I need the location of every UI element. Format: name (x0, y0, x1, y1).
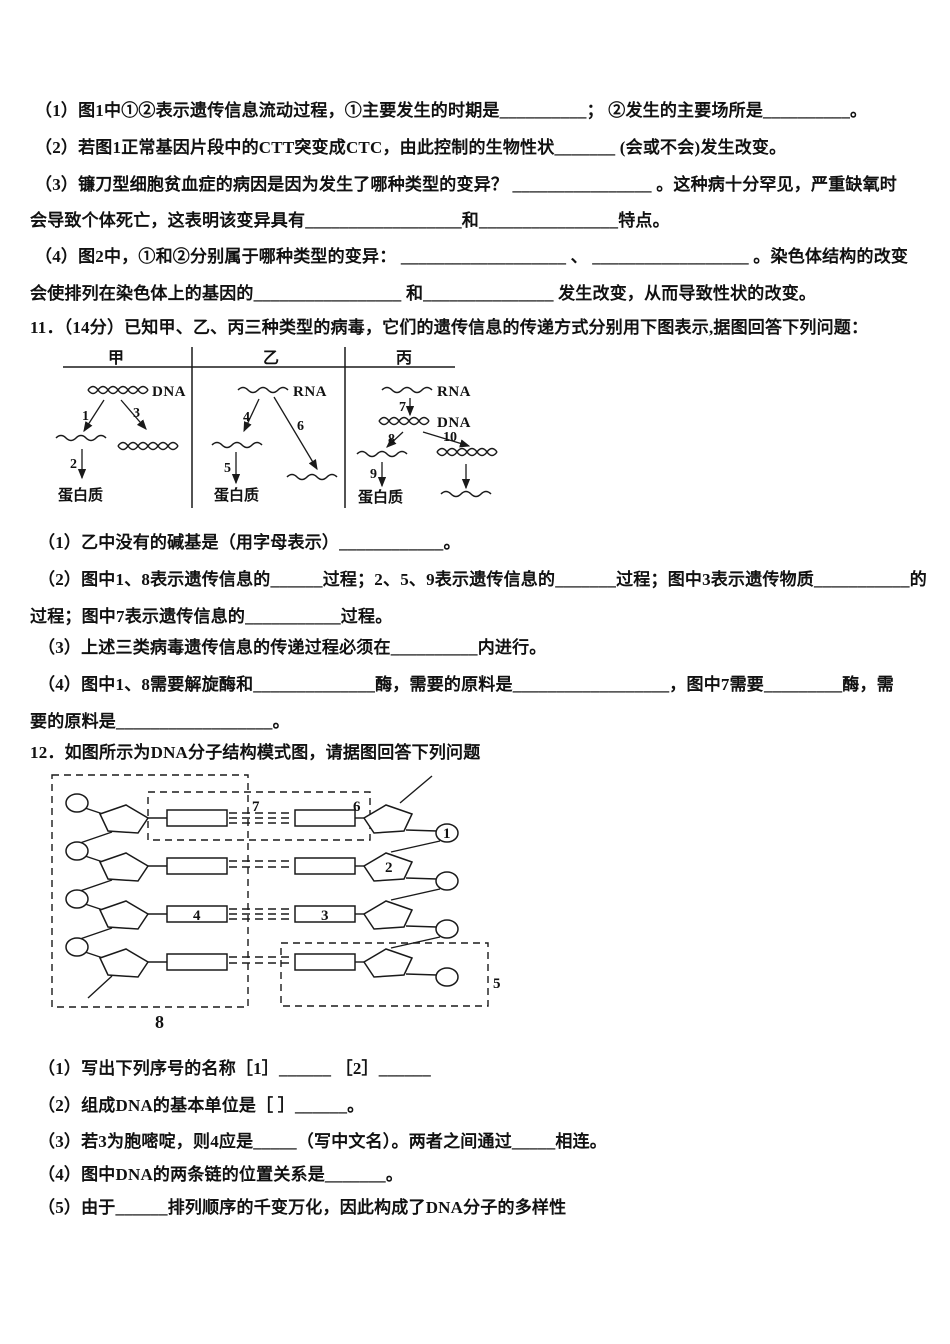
base-rect (294, 905, 356, 923)
q11-sub3-line: （3）上述三类病毒遗传信息的传递过程必须在__________内进行。 (38, 638, 547, 657)
phosphate-circle (435, 823, 459, 843)
q12-stem: 12．如图所示为DNA分子结构模式图，请据图回答下列问题 (30, 743, 481, 762)
phosphate-circle (65, 937, 89, 957)
q11-stem: 11．（14分）已知甲、乙、丙三种类型的病毒，它们的遗传信息的传递方式分别用下图… (30, 318, 869, 337)
q12-sub5-line: （5）由于______排列顺序的千变万化，因此构成了DNA分子的多样性 (38, 1198, 567, 1217)
q10-sub4-cont-line: 会使排列在染色体上的基因的_________________ 和________… (30, 284, 817, 303)
mrna-squiggle (440, 490, 492, 498)
label-1: 1 (443, 826, 451, 842)
dna-label: DNA (152, 384, 186, 400)
base-rect (166, 905, 228, 923)
protein-label: 蛋白质 (58, 486, 103, 504)
deoxyribose-pentagon (98, 804, 150, 834)
deoxyribose-pentagon (362, 900, 414, 930)
phosphate-circle (65, 889, 89, 909)
arrow-2-label: 2 (70, 457, 77, 472)
label-8: 8 (155, 1012, 164, 1032)
nucleotide-chain-box (51, 774, 249, 1008)
label-7: 7 (252, 799, 260, 815)
mrna-squiggle (211, 441, 263, 449)
panel-yi-label: 乙 (263, 350, 279, 367)
q10-sub2-line: （2）若图1正常基因片段中的CTT突变成CTC，由此控制的生物性状_______… (35, 138, 787, 157)
q10-sub3-line: （3）镰刀型细胞贫血症的病因是因为发生了哪种类型的变异？ ___________… (35, 175, 897, 194)
dna-copy-squiggle (117, 441, 179, 451)
right-strand: 1 2 3 (294, 775, 459, 987)
q12-sub4-line: （4）图中DNA的两条链的位置关系是_______。 (38, 1165, 404, 1184)
phosphate-circle (435, 871, 459, 891)
arrow-6-label: 6 (297, 419, 304, 434)
arrow-8-label: 8 (388, 432, 395, 447)
dna-helix-squiggle (378, 416, 430, 426)
rna-squiggle (381, 386, 433, 394)
base-rect (294, 809, 356, 827)
deoxyribose-pentagon (362, 852, 414, 882)
rna-label: RNA (293, 384, 327, 400)
dna-structure-figure: 4 1 2 (51, 774, 501, 1032)
deoxyribose-pentagon (98, 852, 150, 882)
phosphate-circle (435, 967, 459, 987)
arrow-4-label: 4 (243, 410, 250, 425)
arrow-9-label: 9 (370, 467, 377, 482)
q11-sub2-line: （2）图中1、8表示遗传信息的______过程；2、5、9表示遗传信息的____… (38, 570, 927, 589)
base-rect (166, 857, 228, 875)
arrow-3-label: 3 (133, 406, 140, 421)
rna-squiggle (237, 386, 289, 394)
q11-sub1-line: （1）乙中没有的碱基是（用字母表示）____________。 (38, 533, 461, 552)
table-frame (63, 347, 455, 508)
base-rect (166, 809, 228, 827)
q10-sub3-cont-line: 会导致个体死亡，这表明该变异具有__________________和_____… (30, 211, 670, 230)
rna-copy-squiggle (286, 473, 338, 481)
deoxyribose-pentagon (98, 948, 150, 978)
virus-information-flow-figure: 甲 乙 丙 DNA 1 3 2 蛋白质 RNA 4 6 5 (55, 347, 498, 508)
hydrogen-bonds (229, 812, 293, 964)
label-4: 4 (193, 908, 201, 924)
base-rect (166, 953, 228, 971)
panel-jia-label: 甲 (108, 349, 124, 367)
mrna-squiggle (356, 450, 408, 458)
nucleotide-box (280, 942, 489, 1007)
q10-sub4-line: （4）图2中，①和②分别属于哪种类型的变异： _________________… (35, 247, 909, 266)
phosphate-circle (65, 793, 89, 813)
deoxyribose-pentagon (362, 804, 414, 834)
deoxyribose-pentagon (98, 900, 150, 930)
left-strand: 4 (65, 793, 228, 999)
dna-label: DNA (437, 415, 471, 431)
q11-sub4-line: （4）图中1、8需要解旋酶和______________酶，需要的原料是____… (38, 675, 894, 694)
phosphate-circle (435, 919, 459, 939)
panel-jia-diagram: DNA 1 3 2 蛋白质 (55, 384, 186, 504)
arrow-10-label: 10 (443, 430, 457, 445)
label-6: 6 (353, 799, 361, 815)
label-5: 5 (493, 976, 501, 992)
q11-sub4-cont-line: 要的原料是__________________。 (30, 712, 290, 731)
base-rect (294, 857, 356, 875)
dna-helix-squiggle (87, 385, 149, 395)
deoxyribose-pentagon (362, 948, 414, 978)
phosphate-circle (65, 841, 89, 861)
q12-sub1-line: （1）写出下列序号的名称［1］______ ［2］______ (38, 1059, 431, 1078)
protein-label: 蛋白质 (358, 488, 403, 506)
panel-bing-diagram: RNA 7 DNA 8 10 9 蛋白质 (356, 384, 498, 506)
arrow-1-label: 1 (82, 409, 89, 424)
q12-sub3-line: （3）若3为胞嘧啶，则4应是_____（写中文名）。两者之间通过_____相连。 (38, 1132, 607, 1151)
label-2: 2 (385, 860, 393, 876)
protein-label: 蛋白质 (214, 486, 259, 504)
q10-sub1-line: （1）图1中①②表示遗传信息流动过程，①主要发生的时期是__________； … (35, 101, 868, 120)
label-3: 3 (321, 908, 329, 924)
dna-copy-squiggle (436, 447, 498, 457)
q12-sub2-line: （2）组成DNA的基本单位是［ ］______。 (38, 1096, 365, 1115)
rna-label: RNA (437, 384, 471, 400)
arrow-7-label: 7 (399, 400, 406, 415)
mrna-squiggle (55, 434, 107, 442)
panel-bing-label: 丙 (396, 349, 412, 367)
q11-sub2-cont-line: 过程；图中7表示遗传信息的___________过程。 (30, 607, 393, 626)
base-rect (294, 953, 356, 971)
panel-yi-diagram: RNA 4 6 5 蛋白质 (211, 384, 338, 504)
arrow-5-label: 5 (224, 461, 231, 476)
